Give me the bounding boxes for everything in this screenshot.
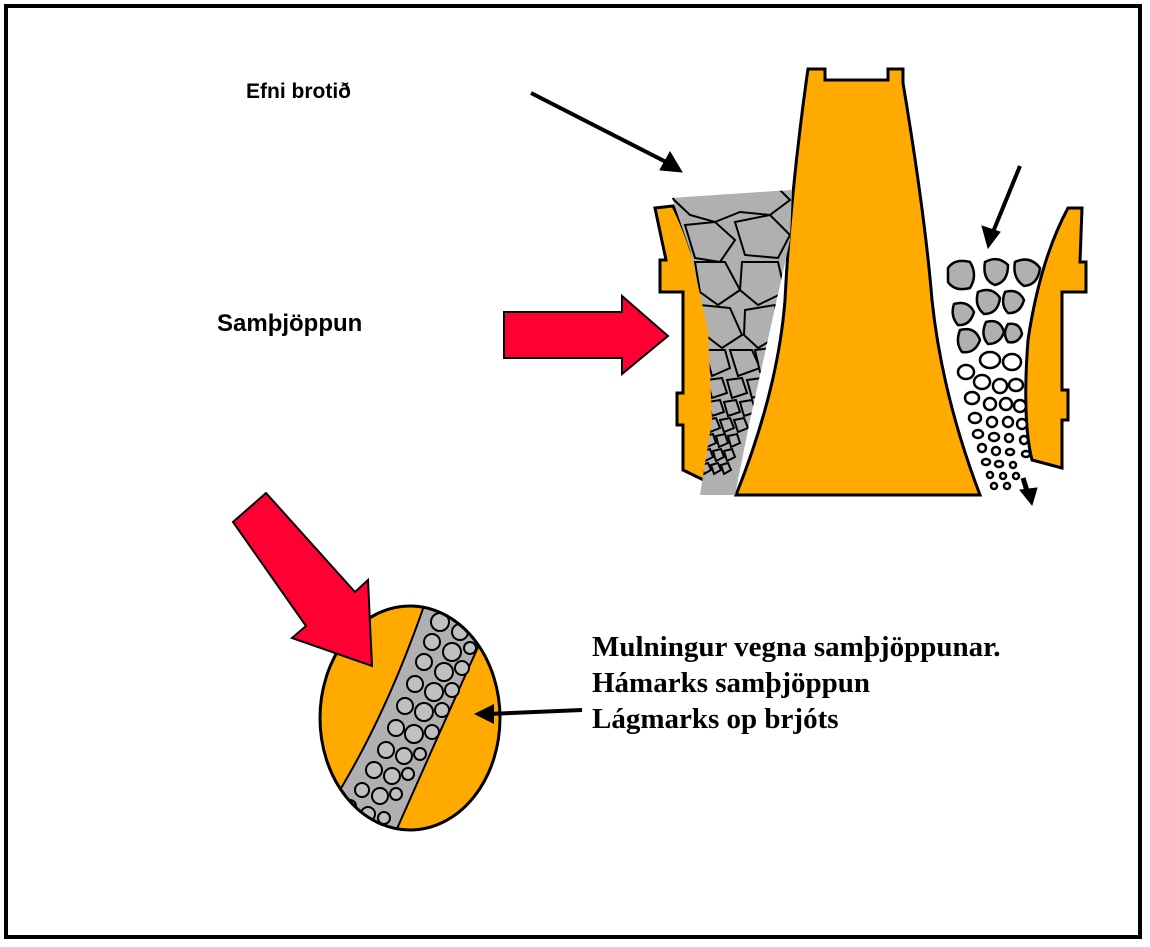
right-concave xyxy=(1026,208,1086,468)
caption-line-3: Lágmarks op brjóts xyxy=(592,702,839,737)
min-gap-pointer xyxy=(474,704,582,724)
label-material-broken: Efni brotið xyxy=(246,80,351,104)
caption-line-1: Mulningur vegna samþjöppunar. xyxy=(592,630,1001,665)
compression-arrow-icon xyxy=(504,296,668,374)
zoom-compression-arrow-icon xyxy=(233,493,372,666)
label-compression: Samþjöppun xyxy=(217,310,362,338)
caption-line-2: Hámarks samþjöppun xyxy=(592,666,870,701)
